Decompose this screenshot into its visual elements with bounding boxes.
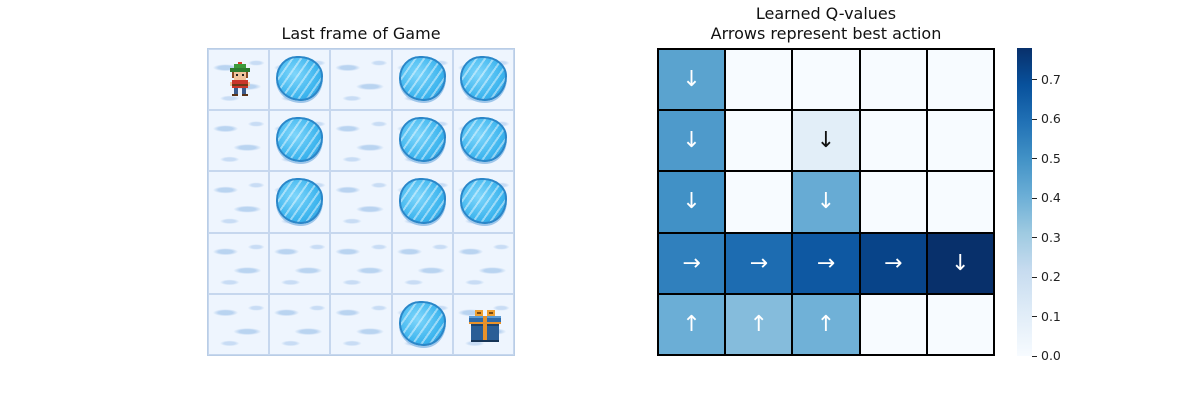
game-tile (269, 110, 331, 172)
game-tile (391, 171, 453, 233)
colorbar-tick-label: 0.5 (1041, 150, 1061, 166)
heatmap-cell (859, 293, 927, 355)
colorbar-tick (1032, 237, 1037, 239)
game-tile (330, 232, 392, 294)
heatmap-cell: ↓ (658, 110, 726, 172)
game-tile (269, 49, 331, 111)
game-tile (452, 293, 514, 355)
colorbar-tick (1032, 276, 1037, 278)
game-tile (330, 110, 392, 172)
heatmap-cell: ↑ (725, 293, 793, 355)
ice-hole-icon (459, 56, 507, 102)
best-action-arrow: → (682, 250, 701, 276)
ice-hole-icon (398, 56, 446, 102)
best-action-arrow: ↓ (816, 189, 836, 215)
game-tile (391, 232, 453, 294)
ice-hole-icon (398, 178, 446, 224)
heatmap-cell (725, 49, 793, 111)
colorbar-tick-label: 0.7 (1041, 71, 1061, 87)
game-board (207, 48, 515, 356)
heatmap-cell: ↓ (792, 171, 860, 233)
heatmap-cell: ↓ (792, 110, 860, 172)
ice-hole-icon (398, 300, 446, 346)
heatmap-title: Learned Q-values Arrows represent best a… (657, 4, 995, 44)
game-tile (391, 110, 453, 172)
colorbar-tick-label: 0.6 (1041, 111, 1061, 127)
heatmap-cell: ↓ (658, 171, 726, 233)
colorbar-tick-label: 0.1 (1041, 308, 1061, 324)
heatmap-cell: ↑ (658, 293, 726, 355)
best-action-arrow: ↓ (816, 128, 836, 154)
game-tile (269, 171, 331, 233)
game-tile (452, 232, 514, 294)
best-action-arrow: ↑ (816, 311, 836, 337)
colorbar-tick-label: 0.4 (1041, 190, 1061, 206)
best-action-arrow: ↓ (682, 128, 701, 154)
best-action-arrow: ↓ (951, 250, 970, 276)
best-action-arrow: ↓ (682, 67, 701, 93)
game-tile (452, 49, 514, 111)
game-tile (208, 110, 270, 172)
heatmap-cell: → (792, 232, 860, 294)
game-tile (452, 171, 514, 233)
ice-hole-icon (459, 117, 507, 163)
gift-box-icon (467, 308, 503, 344)
ice-hole-icon (276, 117, 324, 163)
heatmap-cell: ↓ (926, 232, 994, 294)
heatmap-cell (926, 171, 994, 233)
heatmap-cell: → (725, 232, 793, 294)
heatmap-cell (926, 49, 994, 111)
heatmap-cell (926, 110, 994, 172)
game-tile (330, 171, 392, 233)
heatmap-cell (926, 293, 994, 355)
colorbar (1017, 48, 1032, 356)
heatmap-cell (859, 110, 927, 172)
ice-hole-icon (276, 178, 324, 224)
colorbar-tick-label: 0.0 (1041, 348, 1061, 363)
ice-hole-icon (276, 56, 324, 102)
game-tile (391, 49, 453, 111)
ice-hole-icon (459, 178, 507, 224)
heatmap-cell: → (859, 232, 927, 294)
heatmap-title-line1: Learned Q-values (755, 4, 897, 23)
game-tile (391, 293, 453, 355)
game-tile (330, 293, 392, 355)
best-action-arrow: ↑ (682, 311, 701, 337)
game-tile (452, 110, 514, 172)
colorbar-tick-label: 0.2 (1041, 269, 1061, 285)
game-tile (208, 171, 270, 233)
q-value-heatmap: ↓ ↓ ↓ ↓ ↓ → → → → ↓ ↑ ↑ ↑ (657, 48, 995, 356)
game-tile (208, 232, 270, 294)
heatmap-cell: ↓ (658, 49, 726, 111)
colorbar-tick (1032, 79, 1037, 81)
heatmap-title-line2: Arrows represent best action (710, 24, 942, 43)
colorbar-tick (1032, 158, 1037, 160)
game-tile (208, 49, 270, 111)
game-panel-title: Last frame of Game (281, 24, 441, 43)
colorbar-tick (1032, 118, 1037, 120)
heatmap-cell (859, 171, 927, 233)
colorbar-tick (1032, 197, 1037, 199)
heatmap-cell (859, 49, 927, 111)
colorbar-tick (1032, 316, 1037, 317)
best-action-arrow: ↑ (749, 311, 768, 337)
game-tile (208, 293, 270, 355)
colorbar-tick-label: 0.3 (1041, 229, 1061, 245)
best-action-arrow: → (816, 250, 836, 276)
heatmap-cell (792, 49, 860, 111)
heatmap-cell: ↑ (792, 293, 860, 355)
heatmap-cell: → (658, 232, 726, 294)
heatmap-cell (725, 110, 793, 172)
best-action-arrow: → (749, 250, 768, 276)
game-tile (269, 293, 331, 355)
ice-hole-icon (398, 117, 446, 163)
elf-player-icon (226, 62, 254, 98)
game-tile (330, 49, 392, 111)
colorbar-tick (1032, 355, 1037, 357)
game-tile (269, 232, 331, 294)
best-action-arrow: ↓ (682, 189, 701, 215)
best-action-arrow: → (883, 250, 903, 276)
heatmap-cell (725, 171, 793, 233)
